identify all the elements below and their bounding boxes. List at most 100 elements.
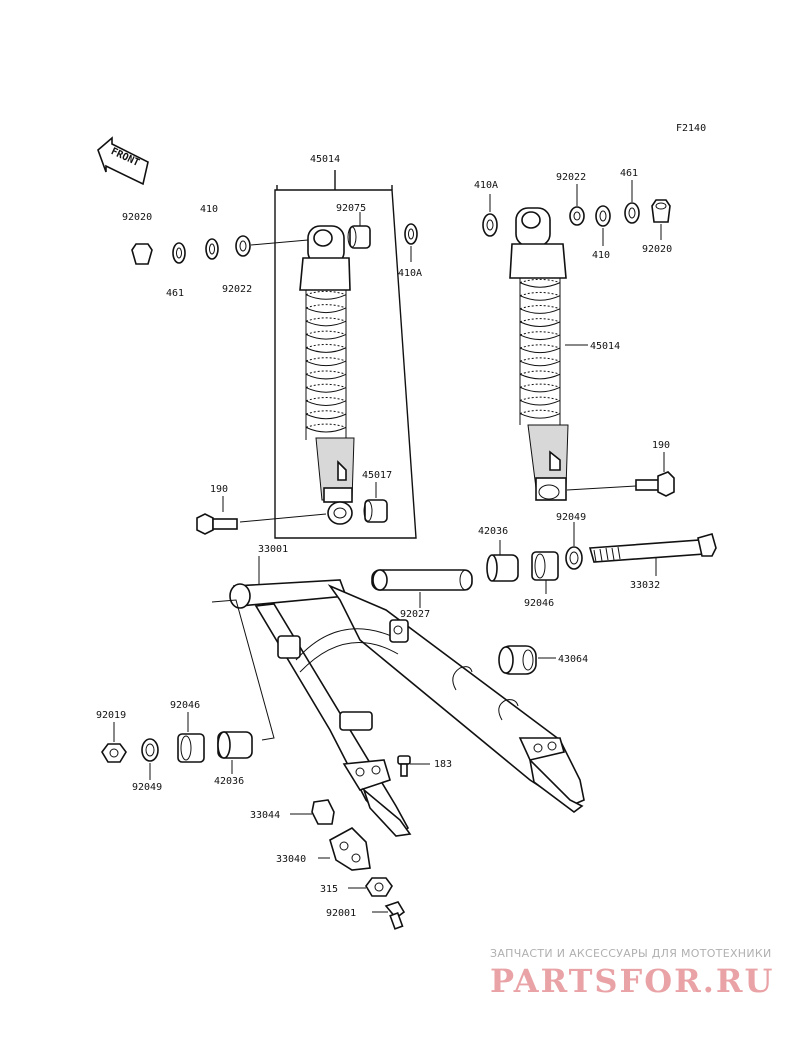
bolt-183 [397,755,411,777]
washer-410A-right [482,213,498,237]
bolt-190-right [635,471,675,497]
right-rear-shock [509,207,569,501]
label-45017: 45017 [362,470,392,481]
spring-coil-back [305,304,347,309]
collar-42036-left [217,731,253,759]
front-arrow-icon: FRONT [97,136,149,186]
collar-45017 [327,499,388,525]
spring-coil [305,400,347,406]
label-92075: 92075 [336,203,366,214]
spring-coil-back [519,305,561,310]
label-33040: 33040 [276,854,306,865]
label-410-left: 410 [200,204,218,215]
spacer-92027 [371,569,473,591]
spring-coil-back [519,344,561,349]
spring-coil [519,413,561,419]
left-rear-shock [299,225,355,503]
watermark-logo: PARTSFOR.RU [490,962,775,1000]
washer-410A-left [404,223,418,245]
label-92049-right: 92049 [556,512,586,523]
bushing-92075 [347,225,371,249]
spring-coil [305,320,347,327]
label-92022-left: 92022 [222,284,252,295]
spring-coil [519,334,561,341]
spring-coil [519,295,561,301]
block-33044 [311,799,335,825]
label-183: 183 [434,759,452,770]
seal-92049-left [141,738,159,762]
label-190-right: 190 [652,440,670,451]
spring-coil [305,347,347,353]
spring-coil-back [305,397,347,402]
label-33001: 33001 [258,544,288,555]
label-92022-right: 92022 [556,172,586,183]
label-92019: 92019 [96,710,126,721]
spring-coil-back [519,278,561,284]
washer-461-left [172,242,186,264]
spring-coil [519,373,561,380]
label-410A-left: 410A [398,268,422,279]
washer-461-right [624,202,640,224]
label-42036-right: 42036 [478,526,508,537]
spring-coil-back [305,357,347,362]
label-33032: 33032 [630,580,660,591]
nut-92020-left [131,243,153,265]
spring-coil-back [305,290,347,296]
spring-coil [519,347,561,354]
spring-coil [305,426,347,433]
spring-coil-back [305,370,347,375]
collar-92022-right [569,206,585,226]
spring-coil-back [519,396,561,401]
label-45014-left: 45014 [310,154,340,165]
seal-92049-right [565,546,583,570]
label-92020-right: 92020 [642,244,672,255]
spring-coil [519,360,561,367]
spring-coil [305,334,347,340]
spring-coil-back [305,343,347,349]
label-461-right: 461 [620,168,638,179]
collar-42036-right [486,554,519,582]
label-92046-right: 92046 [524,598,554,609]
label-43064: 43064 [558,654,588,665]
label-92020-left: 92020 [122,212,152,223]
label-190-left: 190 [210,484,228,495]
nut-315 [365,877,393,897]
label-461-left: 461 [166,288,184,299]
pivot-shaft-33032 [588,533,717,563]
spring-coil-back [305,317,347,322]
spring-coil-back [519,331,561,336]
spring-coil-back [305,330,347,335]
spring-coil-back [519,357,561,362]
label-315: 315 [320,884,338,895]
adjuster-33040 [329,827,371,871]
spring-coil [305,387,347,393]
spring-coil-back [519,370,561,375]
spring-coil [519,321,561,327]
spring-coil [305,413,347,420]
spring-coil [519,399,561,406]
washer-410-right [595,205,611,227]
watermark-tagline: ЗАПЧАСТИ И АКСЕССУАРЫ ДЛЯ МОТОТЕХНИКИ [490,947,772,960]
spring-coil [519,282,561,288]
spring-coil-back [305,410,347,415]
nut-92019 [101,743,127,763]
bolt-92001 [384,901,406,930]
spring-coil [305,360,347,367]
collar-92022-left [235,235,251,257]
label-45014-right: 45014 [590,341,620,352]
washer-410-left [205,238,219,260]
spring-coil [305,307,347,314]
label-92046-left: 92046 [170,700,200,711]
spring-coil-back [305,423,347,428]
label-42036-left: 42036 [214,776,244,787]
spring-coil-back [305,383,347,389]
left-shock-bracket [274,170,417,539]
bolt-190-left [196,513,238,535]
figure-code: F2140 [676,123,706,134]
spring-coil [519,386,561,393]
label-410A-right: 410A [474,180,498,191]
label-92027: 92027 [400,609,430,620]
spring-coil-back [519,318,561,323]
bearing-92046-left [177,733,205,763]
